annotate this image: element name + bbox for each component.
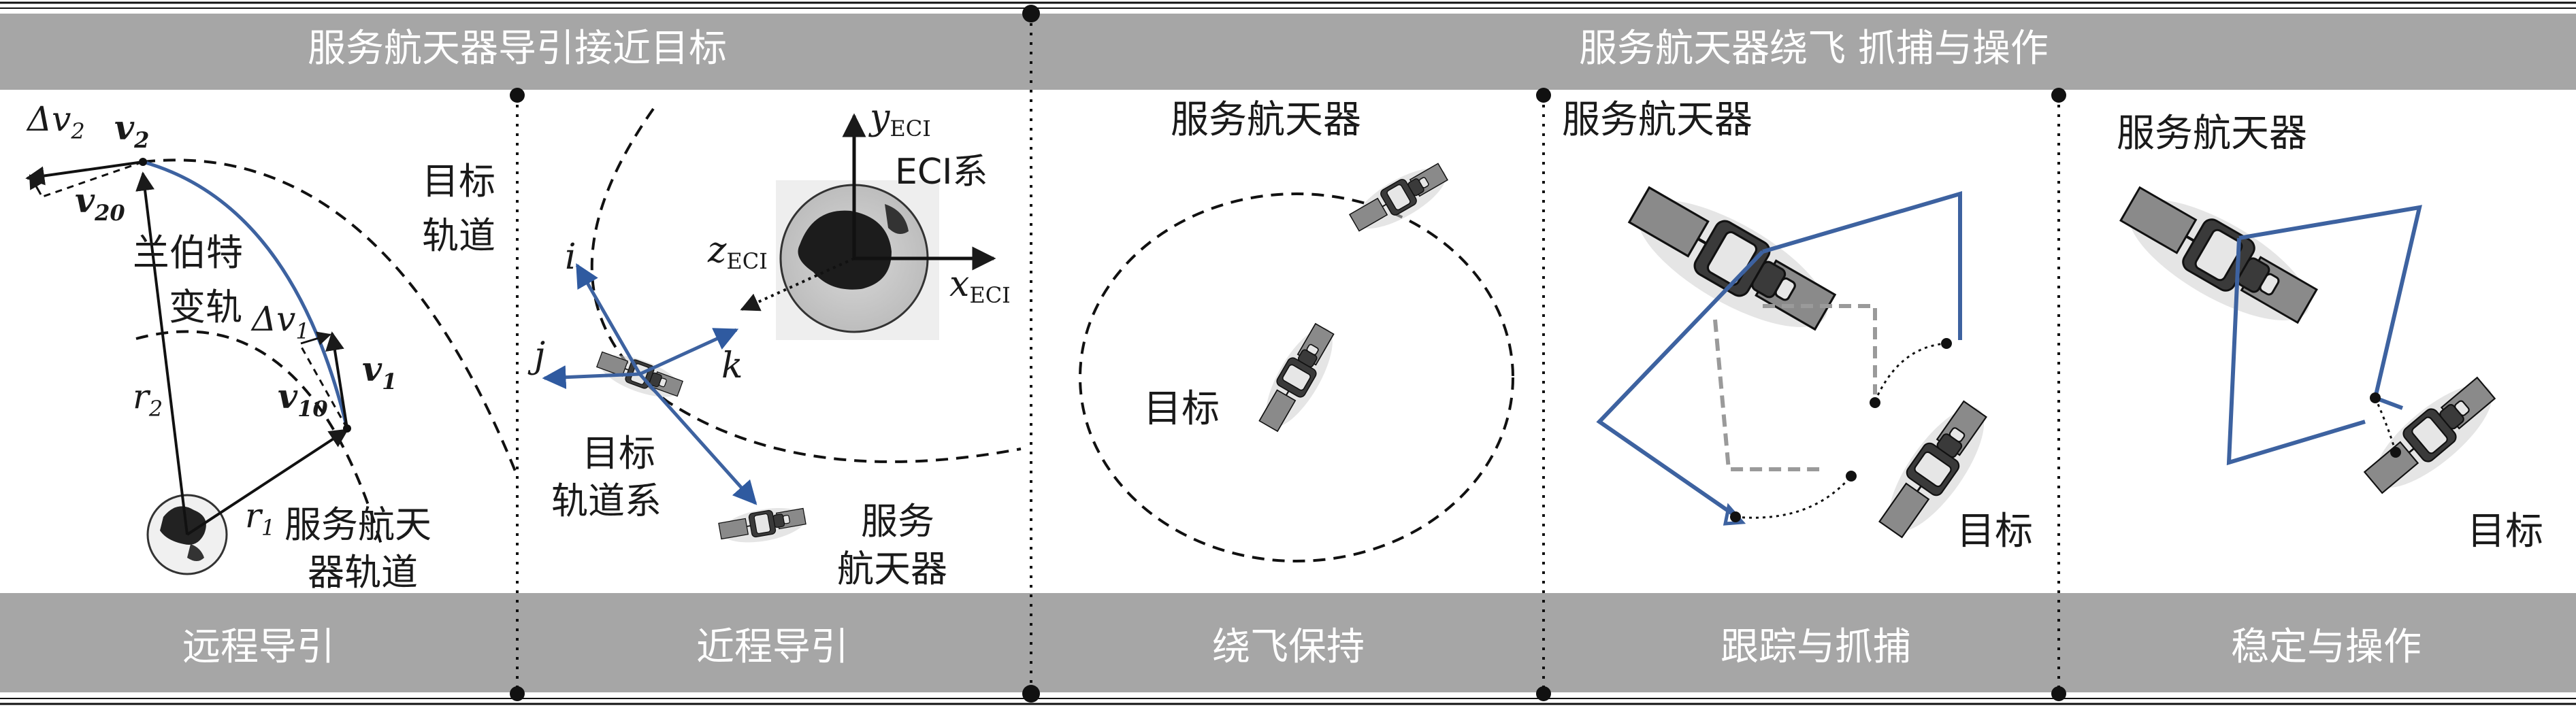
phase-label-4: 跟踪与抓捕 — [1721, 625, 1911, 669]
lambert-transfer-arc — [142, 160, 349, 429]
servicer-satellite-icon — [717, 501, 809, 550]
target-label: 目标 — [1143, 387, 1220, 431]
target-orbit-label-1: 目标 — [422, 160, 495, 203]
target-orbit-arc — [142, 158, 519, 477]
servicer-label-2: 航天器 — [837, 547, 947, 590]
fly-around-orbit — [1079, 192, 1514, 562]
servicer-label-1: 服务 — [861, 500, 934, 543]
target-satellite-icon — [2357, 367, 2508, 507]
symbol-r1: r1 — [245, 496, 275, 541]
footer-band: 远程导引 近程导引 绕飞保持 跟踪与抓捕 稳定与操作 — [0, 593, 2576, 705]
symbol-dv1: Δv1 — [250, 299, 310, 344]
header-right-title: 服务航天器绕飞 抓捕与操作 — [1579, 27, 2049, 71]
phase-label-1: 远程导引 — [182, 625, 335, 669]
target-label: 目标 — [2467, 509, 2543, 554]
symbol-v1: v1 — [362, 349, 397, 394]
eci-frame-label: ECI系 — [895, 152, 988, 192]
phase-label-3: 绕飞保持 — [1212, 625, 1365, 669]
v2-vector — [25, 161, 144, 186]
symbol-v20: v20 — [75, 180, 125, 226]
servicer-satellite-icon — [1618, 175, 1845, 352]
axis-k — [638, 328, 739, 376]
v10-vector — [298, 343, 348, 429]
label-x-eci: xECI — [949, 264, 1011, 308]
panel-dividers — [510, 5, 2066, 703]
target-satellite-icon — [1252, 318, 1346, 439]
target-frame-label-1: 目标 — [582, 432, 655, 475]
symbol-dv2: Δv2 — [26, 99, 85, 144]
symbol-r2: r2 — [133, 377, 163, 422]
header-left-title: 服务航天器导引接近目标 — [308, 27, 727, 71]
panel-short-range-guidance: yECI xECI zECI ECI系 i j k 目标 轨道系 服务 航天器 — [527, 97, 1022, 590]
r2-vector — [135, 171, 189, 535]
target-label: 目标 — [1957, 509, 2033, 554]
axis-z-eci — [740, 257, 855, 311]
panel-long-range-guidance: Δv2 v2 v20 Δv1 v1 v10 r2 r1 目标 轨道 兰伯特 变轨… — [25, 99, 519, 594]
r1-vector — [186, 428, 349, 536]
label-i: i — [565, 237, 576, 277]
axis-i — [575, 263, 642, 375]
symbol-v2: v2 — [114, 107, 149, 153]
dv1-vector — [300, 331, 332, 345]
target-orbit-label-2: 轨道 — [422, 214, 495, 257]
label-k: k — [721, 345, 743, 386]
servicer-label: 服务航天器 — [1562, 98, 1752, 142]
capture-path — [1713, 304, 1877, 471]
v20-vector — [40, 161, 144, 199]
servicer-satellite-icon — [1345, 156, 1455, 241]
target-frame-label-2: 轨道系 — [551, 479, 662, 522]
panel-fly-around: 服务航天器 目标 — [1079, 98, 1514, 562]
dv2-vector — [29, 174, 43, 195]
service-orbit-arc — [135, 330, 382, 545]
lambert-label-2: 变轨 — [169, 286, 242, 328]
panel-stabilize-operate: 服务航天器 目标 — [2108, 112, 2543, 554]
v1-vector — [325, 331, 348, 429]
phase-label-5: 稳定与操作 — [2231, 625, 2422, 669]
panel-tracking-capture: 服务航天器 目标 — [1562, 98, 2033, 554]
label-z-eci: zECI — [707, 230, 768, 274]
service-orbit-label-1: 服务航天 — [284, 503, 431, 546]
symbol-v10: v10 — [278, 376, 328, 422]
header-band: 服务航天器导引接近目标 服务航天器绕飞 抓捕与操作 — [0, 1, 2576, 90]
axis-j — [542, 365, 640, 390]
lambert-label-1: 兰伯特 — [133, 231, 243, 274]
servicer-trajectory — [1596, 190, 1962, 516]
service-orbit-label-2: 器轨道 — [308, 551, 418, 594]
phase-label-2: 近程导引 — [696, 625, 849, 669]
label-j: j — [527, 335, 545, 376]
approach-line — [638, 373, 757, 505]
combined-trajectory — [2226, 205, 2422, 466]
orbit-arc — [590, 107, 1022, 463]
label-y-eci: yECI — [868, 97, 931, 141]
servicer-label: 服务航天器 — [2117, 112, 2307, 156]
servicer-satellite-icon — [2108, 173, 2328, 345]
servicer-label: 服务航天器 — [1171, 98, 1361, 142]
